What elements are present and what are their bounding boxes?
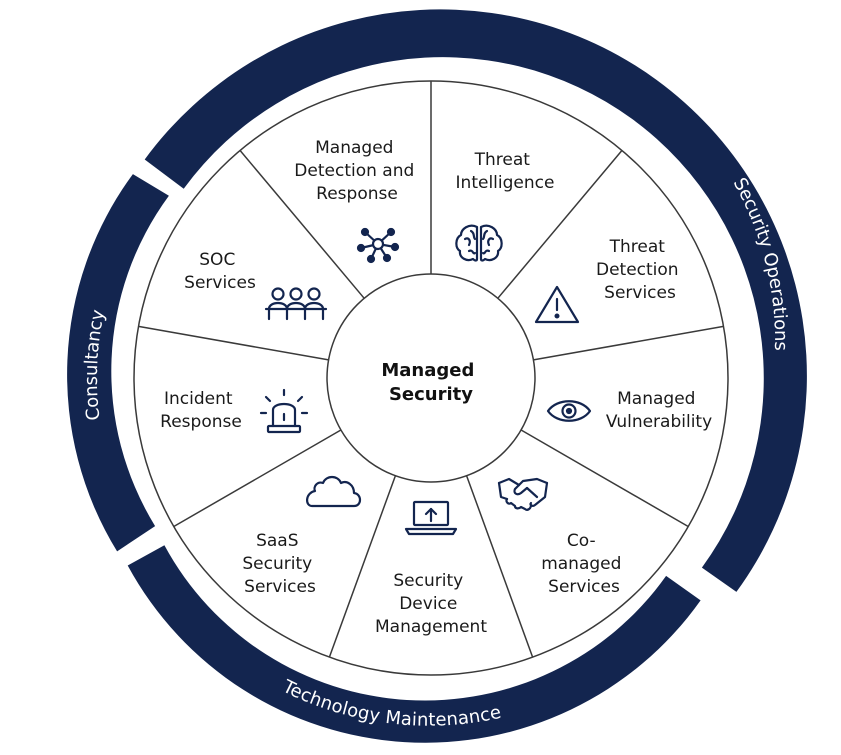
segment-divider — [465, 475, 534, 658]
center-title-line-1: Managed — [381, 360, 474, 381]
center-hub — [326, 273, 536, 483]
laptop-upload-icon — [404, 500, 458, 536]
segment-divider — [239, 150, 365, 299]
band-consultancy — [67, 174, 169, 552]
eye-icon — [546, 400, 592, 422]
center-title: Managed Security — [381, 360, 480, 405]
band-security-operations — [144, 9, 807, 592]
segment-label-soc: SOC Services — [184, 250, 256, 293]
segment-divider — [138, 325, 329, 361]
brain-icon — [455, 224, 503, 262]
team-people-icon — [264, 287, 328, 321]
segment-label-saas-security: SaaS Security Services — [242, 531, 317, 597]
segment-label-threat-detection: Threat Detection Services — [596, 237, 684, 303]
segment-dividers — [138, 81, 724, 658]
segment-label-mdr: Managed Detection and Response — [294, 138, 419, 204]
segment-divider — [173, 429, 342, 528]
segment-divider — [328, 475, 397, 658]
handshake-icon — [497, 477, 549, 511]
network-nodes-icon — [356, 227, 400, 264]
segment-divider — [497, 150, 623, 299]
segment-divider — [533, 325, 724, 361]
segment-divider — [520, 429, 689, 528]
segment-label-security-device: Security Device Management — [375, 571, 487, 637]
alarm-siren-icon — [259, 388, 309, 434]
center-title-line-2: Security — [389, 384, 473, 405]
segment-label-co-managed: Co- managed Services — [541, 531, 627, 597]
band-technology-maintenance — [127, 545, 701, 743]
segment-label-threat-intelligence: Threat Intelligence — [456, 150, 555, 193]
cloud-icon — [306, 475, 362, 508]
warning-triangle-icon — [534, 285, 580, 324]
segment-label-managed-vulnerability: Managed Vulnerability — [606, 389, 712, 432]
segment-label-incident-response: Incident Response — [160, 389, 242, 432]
